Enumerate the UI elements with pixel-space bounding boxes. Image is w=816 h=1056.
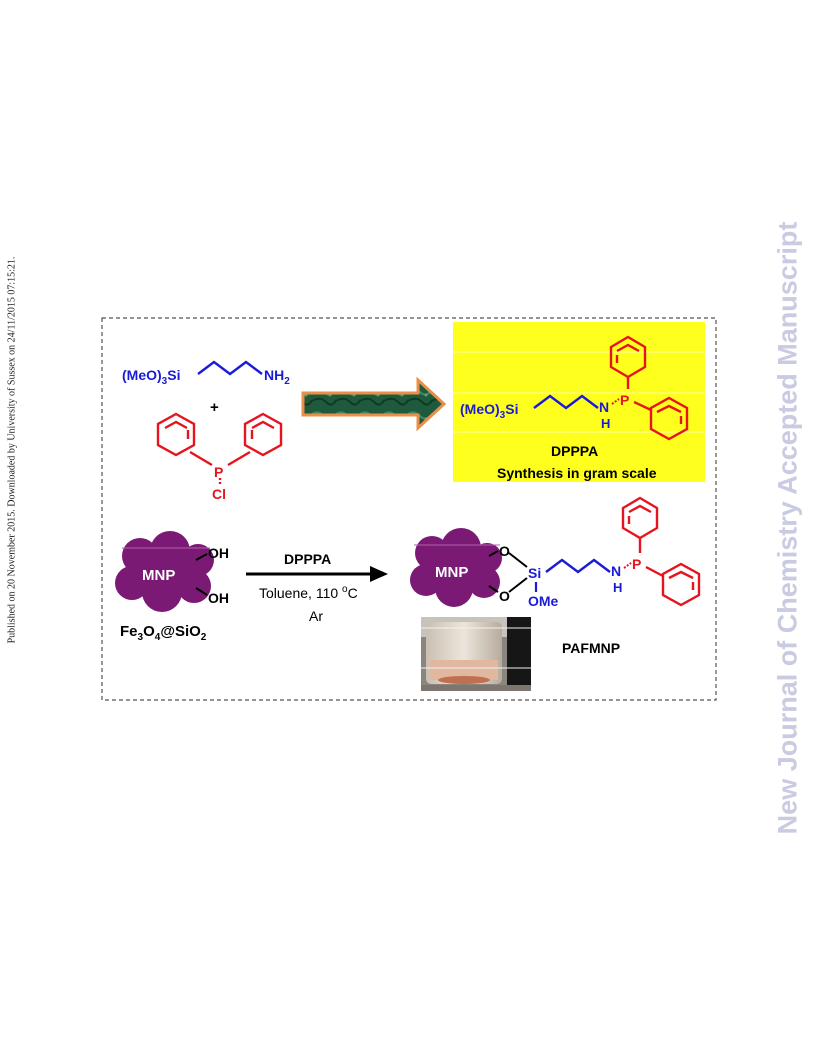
reaction-arrow-2 [246,566,388,582]
reaction-atmosphere: Ar [309,608,323,624]
final-phenyl-rings [621,496,701,607]
svg-text:N: N [611,563,621,579]
svg-text:P: P [632,556,641,572]
product-note: Synthesis in gram scale [497,465,657,481]
bridging-oxygen-bottom: O [499,588,510,604]
product-name: DPPPA [551,443,598,459]
support-formula: Fe3O4@SiO2 [120,623,207,643]
phosphorus-label: P [214,464,223,480]
bridging-oxygen-top: O [499,543,510,559]
svg-text:H: H [601,416,610,431]
svg-text:(MeO)3Si: (MeO)3Si [460,401,518,421]
product-vial-photo [421,617,531,691]
scheme-frame [101,317,717,701]
svg-text:H: H [613,580,622,595]
svg-text:Si: Si [528,565,541,581]
final-ligand-structure: Si OMe N H P [528,556,641,609]
chlorine-label: Cl [212,486,226,502]
reagent-dpppa: DPPPA [284,551,331,567]
siloxane-bonds [488,550,528,593]
mnp-label: MNP [142,567,175,584]
reaction-conditions: Toluene, 110 oC [259,584,358,601]
product-dpppa-structure: (MeO)3Si N H P [460,392,629,431]
product-phenyl-rings [609,335,689,441]
reaction-arrow-1 [301,376,447,432]
plus-sign: + [210,399,219,416]
svg-text:(MeO)3Si: (MeO)3Si [122,367,180,387]
svg-text:OMe: OMe [528,593,559,609]
svg-text:NH2: NH2 [264,367,290,387]
hydroxyl-bottom: OH [208,590,229,606]
reagent-chlorodiphenylphosphine [156,412,283,486]
final-product-name: PAFMNP [562,640,620,656]
hydroxyl-top: OH [208,545,229,561]
svg-text:P: P [620,392,629,408]
final-mnp-label: MNP [435,564,468,581]
svg-text:N: N [599,399,609,415]
mnp-particle [115,531,214,612]
reagent-aminosilane: (MeO)3Si NH2 [122,360,290,387]
